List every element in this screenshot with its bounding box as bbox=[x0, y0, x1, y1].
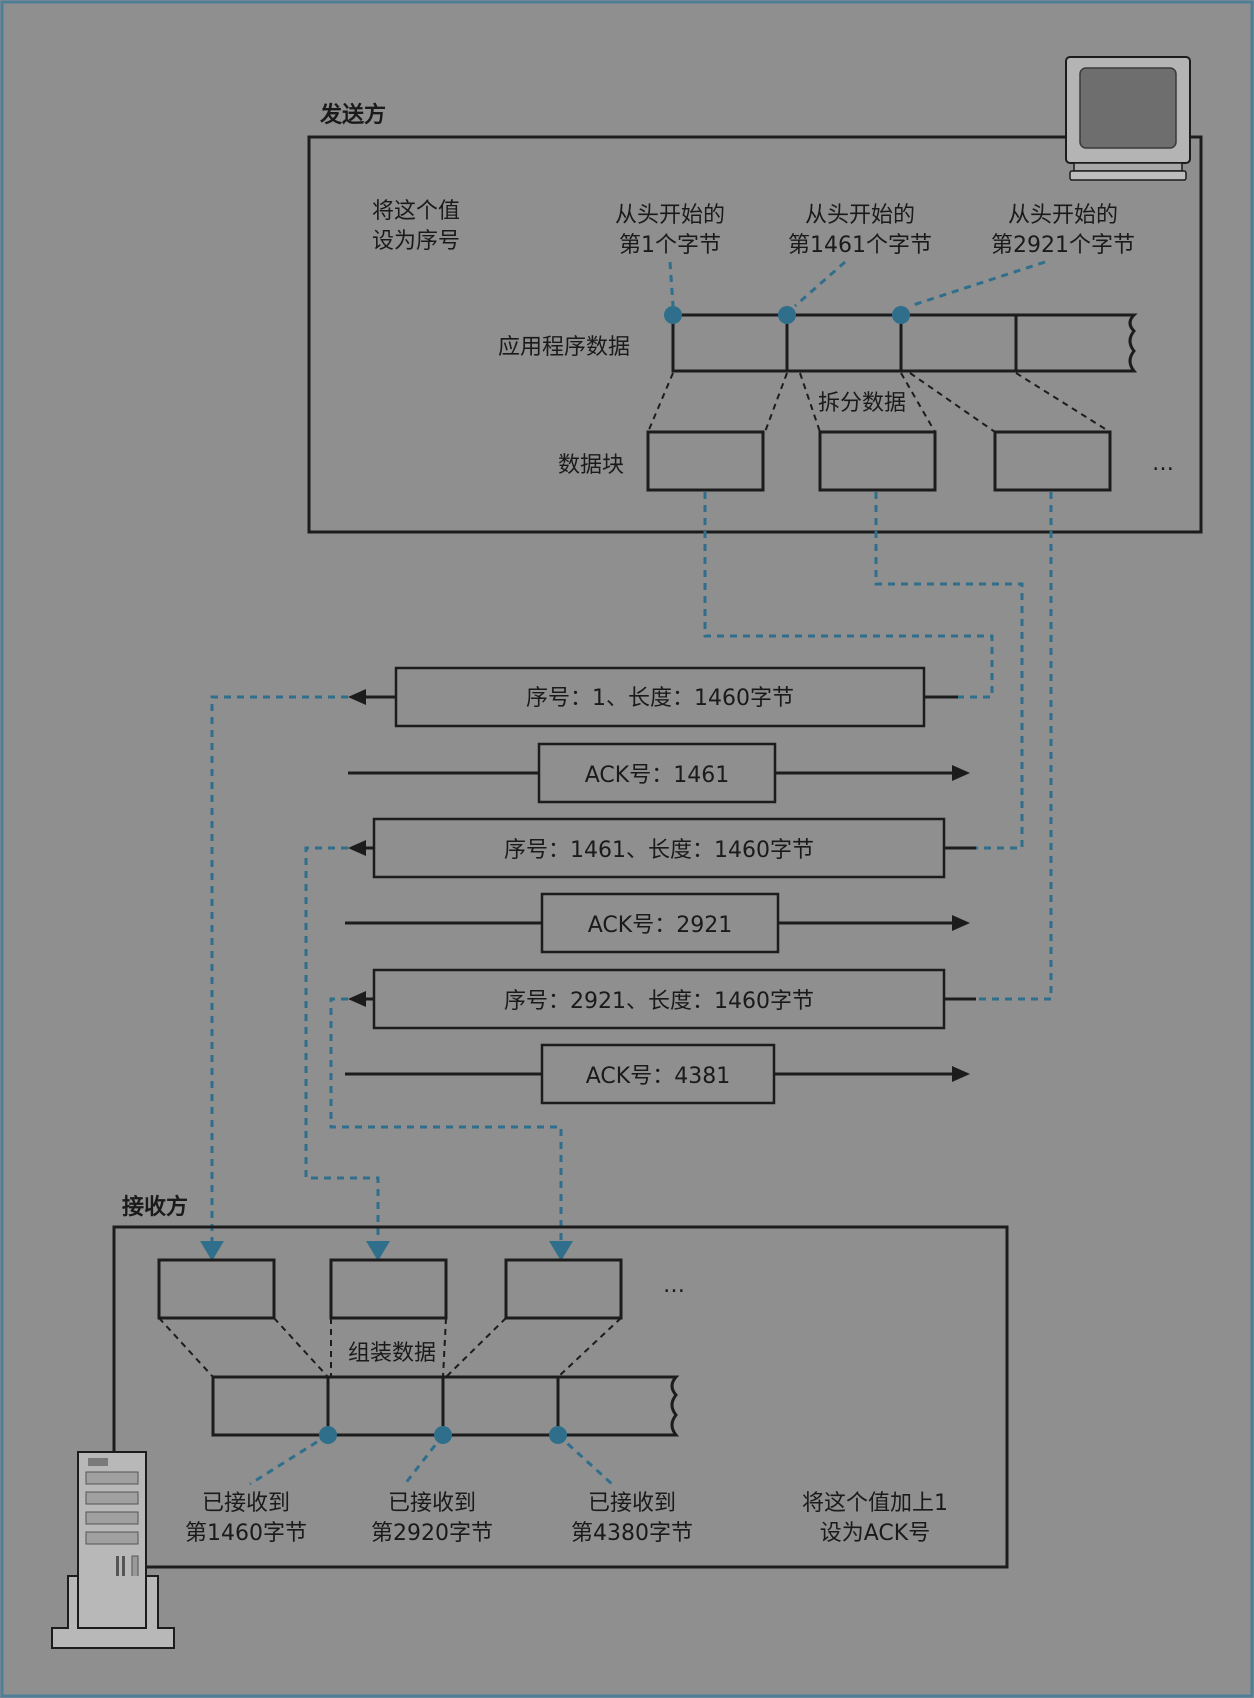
blocks-label: 数据块 bbox=[558, 453, 624, 478]
sender-block-3 bbox=[993, 430, 1112, 492]
split-line-1b bbox=[764, 372, 788, 433]
split-line-2b bbox=[900, 372, 936, 433]
sender-block-1 bbox=[646, 430, 765, 492]
flow-msg3-to-recv-block2 bbox=[304, 846, 380, 1243]
byte-label-2-line1: 从头开始的 bbox=[805, 203, 915, 228]
recv-label-2-line1: 已接收到 bbox=[388, 1491, 476, 1516]
message-6: ACK号：4381 bbox=[345, 1043, 970, 1105]
assemble-line-1a bbox=[158, 1317, 214, 1378]
app-data-label: 应用程序数据 bbox=[498, 335, 630, 360]
arrow-recv-block2 bbox=[366, 1241, 390, 1261]
receiver-panel: 接收方 … 组装数据 已接收到 第1460字节 已接收到 第2920字节 已接收… bbox=[112, 1194, 1009, 1569]
monitor-icon bbox=[1065, 56, 1191, 181]
message-5: 序号：2921、长度：1460字节 bbox=[348, 968, 976, 1030]
message-5-text: 序号：2921、长度：1460字节 bbox=[504, 989, 814, 1014]
app-data-bar bbox=[671, 313, 1138, 373]
assemble-data-label: 组装数据 bbox=[348, 1341, 436, 1366]
flow-msg1-to-recv-block1 bbox=[210, 695, 348, 1243]
receiver-block-1 bbox=[157, 1258, 276, 1320]
arrow-recv-block1 bbox=[200, 1241, 224, 1261]
recv-label-3-line1: 已接收到 bbox=[588, 1491, 676, 1516]
recv-label-3-line2: 第4380字节 bbox=[571, 1521, 693, 1546]
split-line-3b bbox=[1015, 372, 1111, 433]
sender-frame bbox=[307, 135, 1203, 534]
byte-dot-3 bbox=[892, 306, 910, 324]
flow-msg5-to-recv-block3 bbox=[329, 997, 563, 1243]
server-icon bbox=[51, 1451, 175, 1649]
assemble-line-3b bbox=[557, 1317, 622, 1378]
assembled-data-bar bbox=[211, 1375, 680, 1437]
receiver-ellipsis: … bbox=[663, 1273, 685, 1298]
message-4-text: ACK号：2921 bbox=[588, 913, 732, 938]
sender-panel: 发送方 将这个值 设为序号 从头开始的 第1个字节 从头开始的 第1461个字节… bbox=[307, 56, 1203, 534]
byte-leader-3 bbox=[909, 260, 1046, 308]
receiver-note-line1: 将这个值加上1 bbox=[802, 1491, 948, 1516]
byte-leader-1 bbox=[668, 261, 675, 307]
byte-label-3-line1: 从头开始的 bbox=[1008, 203, 1118, 228]
byte-dot-2 bbox=[778, 306, 796, 324]
receiver-block-2 bbox=[329, 1258, 448, 1320]
message-4: ACK号：2921 bbox=[345, 892, 970, 954]
flow-block2-to-msg3 bbox=[874, 492, 1024, 850]
receiver-block-3 bbox=[504, 1258, 623, 1320]
messages: 序号：1、长度：1460字节 ACK号：1461 序号：1461、长度：1460… bbox=[345, 666, 976, 1105]
recv-leader-1 bbox=[249, 1433, 329, 1486]
assemble-line-2b bbox=[442, 1317, 447, 1378]
arrow-recv-block3 bbox=[549, 1241, 573, 1261]
message-3-text: 序号：1461、长度：1460字节 bbox=[504, 838, 814, 863]
sender-note-line1: 将这个值 bbox=[372, 199, 460, 224]
byte-label-3-line2: 第2921个字节 bbox=[991, 233, 1135, 258]
byte-label-1-line1: 从头开始的 bbox=[615, 203, 725, 228]
split-line-1a bbox=[647, 372, 674, 433]
sender-note-line2: 设为序号 bbox=[372, 229, 460, 254]
sender-title: 发送方 bbox=[319, 102, 386, 128]
flow-block3-to-msg5 bbox=[976, 492, 1053, 1001]
receiver-title: 接收方 bbox=[122, 1194, 188, 1220]
message-6-text: ACK号：4381 bbox=[586, 1064, 730, 1089]
byte-dot-1 bbox=[664, 306, 682, 324]
recv-label-2-line2: 第2920字节 bbox=[371, 1521, 493, 1546]
byte-label-1-line2: 第1个字节 bbox=[619, 233, 721, 258]
flow-block1-to-msg1 bbox=[703, 492, 994, 699]
recv-label-1-line1: 已接收到 bbox=[202, 1491, 290, 1516]
recv-label-1-line2: 第1460字节 bbox=[185, 1521, 307, 1546]
assemble-line-1b bbox=[273, 1317, 329, 1378]
receiver-frame bbox=[112, 1225, 1009, 1569]
assemble-line-3a bbox=[445, 1317, 507, 1378]
receiver-note-line2: 设为ACK号 bbox=[820, 1521, 930, 1546]
message-1-text: 序号：1、长度：1460字节 bbox=[526, 686, 794, 711]
message-3: 序号：1461、长度：1460字节 bbox=[348, 817, 976, 879]
sender-block-2 bbox=[818, 430, 937, 492]
byte-leader-2 bbox=[794, 260, 846, 308]
message-2: ACK号：1461 bbox=[348, 742, 970, 804]
message-2-text: ACK号：1461 bbox=[585, 763, 729, 788]
byte-label-2-line2: 第1461个字节 bbox=[788, 233, 932, 258]
recv-leader-2 bbox=[403, 1434, 445, 1485]
sender-ellipsis: … bbox=[1152, 451, 1174, 476]
recv-leader-3 bbox=[556, 1433, 614, 1486]
split-data-label: 拆分数据 bbox=[818, 391, 906, 416]
message-1: 序号：1、长度：1460字节 bbox=[348, 666, 958, 728]
split-line-3a bbox=[909, 372, 996, 433]
